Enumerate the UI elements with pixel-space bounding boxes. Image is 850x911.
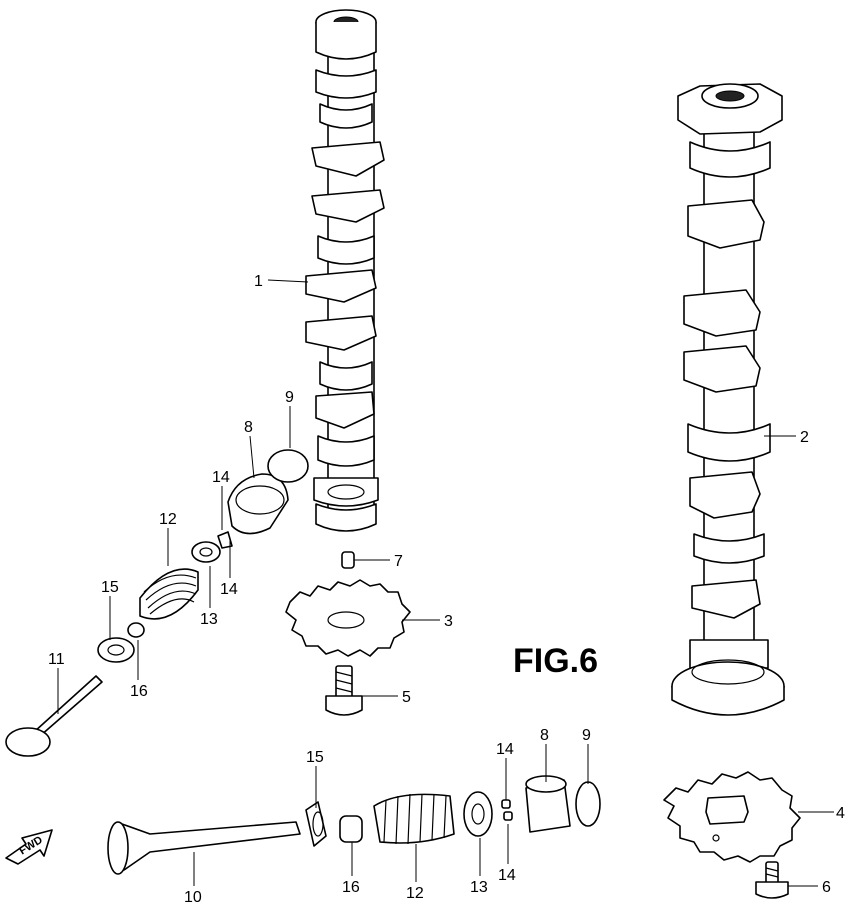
callout-7: 7: [394, 553, 403, 570]
callout-2: 2: [800, 429, 809, 446]
callout-14-lower-b: 14: [498, 867, 516, 884]
callout-14-upper-a: 14: [212, 469, 230, 486]
shim-9-upper: [267, 449, 309, 483]
callout-8-upper: 8: [244, 419, 253, 436]
camshaft-1: [305, 9, 385, 532]
callout-10: 10: [184, 889, 202, 906]
retainer-13-lower: [463, 791, 493, 837]
callout-11: 11: [48, 651, 65, 668]
callout-1: 1: [254, 273, 263, 290]
seat-15-lower: [305, 801, 327, 847]
callout-8-lower: 8: [540, 727, 549, 744]
callout-12-upper: 12: [159, 511, 177, 528]
retainer-13-upper: [191, 541, 221, 563]
spring-12-upper: [139, 568, 199, 620]
bolt-5: [325, 665, 363, 716]
figure-title: FIG.6: [513, 642, 598, 680]
callout-15-lower: 15: [306, 749, 324, 766]
callout-3: 3: [444, 613, 453, 630]
seal-16-upper: [127, 622, 145, 638]
tappet-8-lower: [525, 775, 571, 833]
valve-10: [107, 821, 301, 875]
seal-16-lower: [339, 815, 363, 843]
callout-6: 6: [822, 879, 831, 896]
sprocket-4: [663, 771, 801, 863]
callout-4: 4: [836, 805, 845, 822]
cotter-14-lower: [501, 799, 513, 821]
fwd-arrow-icon: FWD: [5, 829, 53, 865]
callout-14-lower-a: 14: [496, 741, 514, 758]
callout-15-upper: 15: [101, 579, 119, 596]
callout-9-lower: 9: [582, 727, 591, 744]
spring-12-lower: [373, 793, 455, 845]
callout-16-lower: 16: [342, 879, 360, 896]
callout-12-lower: 12: [406, 885, 424, 902]
callout-16-upper: 16: [130, 683, 148, 700]
valve-11: [5, 675, 103, 757]
callout-14-upper-b: 14: [220, 581, 238, 598]
camshaft-2: [671, 83, 785, 716]
pin-7: [341, 551, 355, 569]
callout-13-upper: 13: [200, 611, 218, 628]
tappet-8-upper: [227, 473, 289, 535]
callout-numbers: 1 2 3 4 5 6 7 8 9 14 14 12 13 15 11 16 1…: [48, 273, 845, 906]
callout-9-upper: 9: [285, 389, 294, 406]
seat-15-upper: [97, 637, 135, 663]
cotter-14-upper: [217, 531, 233, 549]
sprocket-3: [285, 579, 411, 657]
callout-5: 5: [402, 689, 411, 706]
bolt-6: [755, 861, 789, 899]
callout-13-lower: 13: [470, 879, 488, 896]
shim-9-lower: [575, 781, 601, 827]
leader-lines: [57, 279, 834, 887]
